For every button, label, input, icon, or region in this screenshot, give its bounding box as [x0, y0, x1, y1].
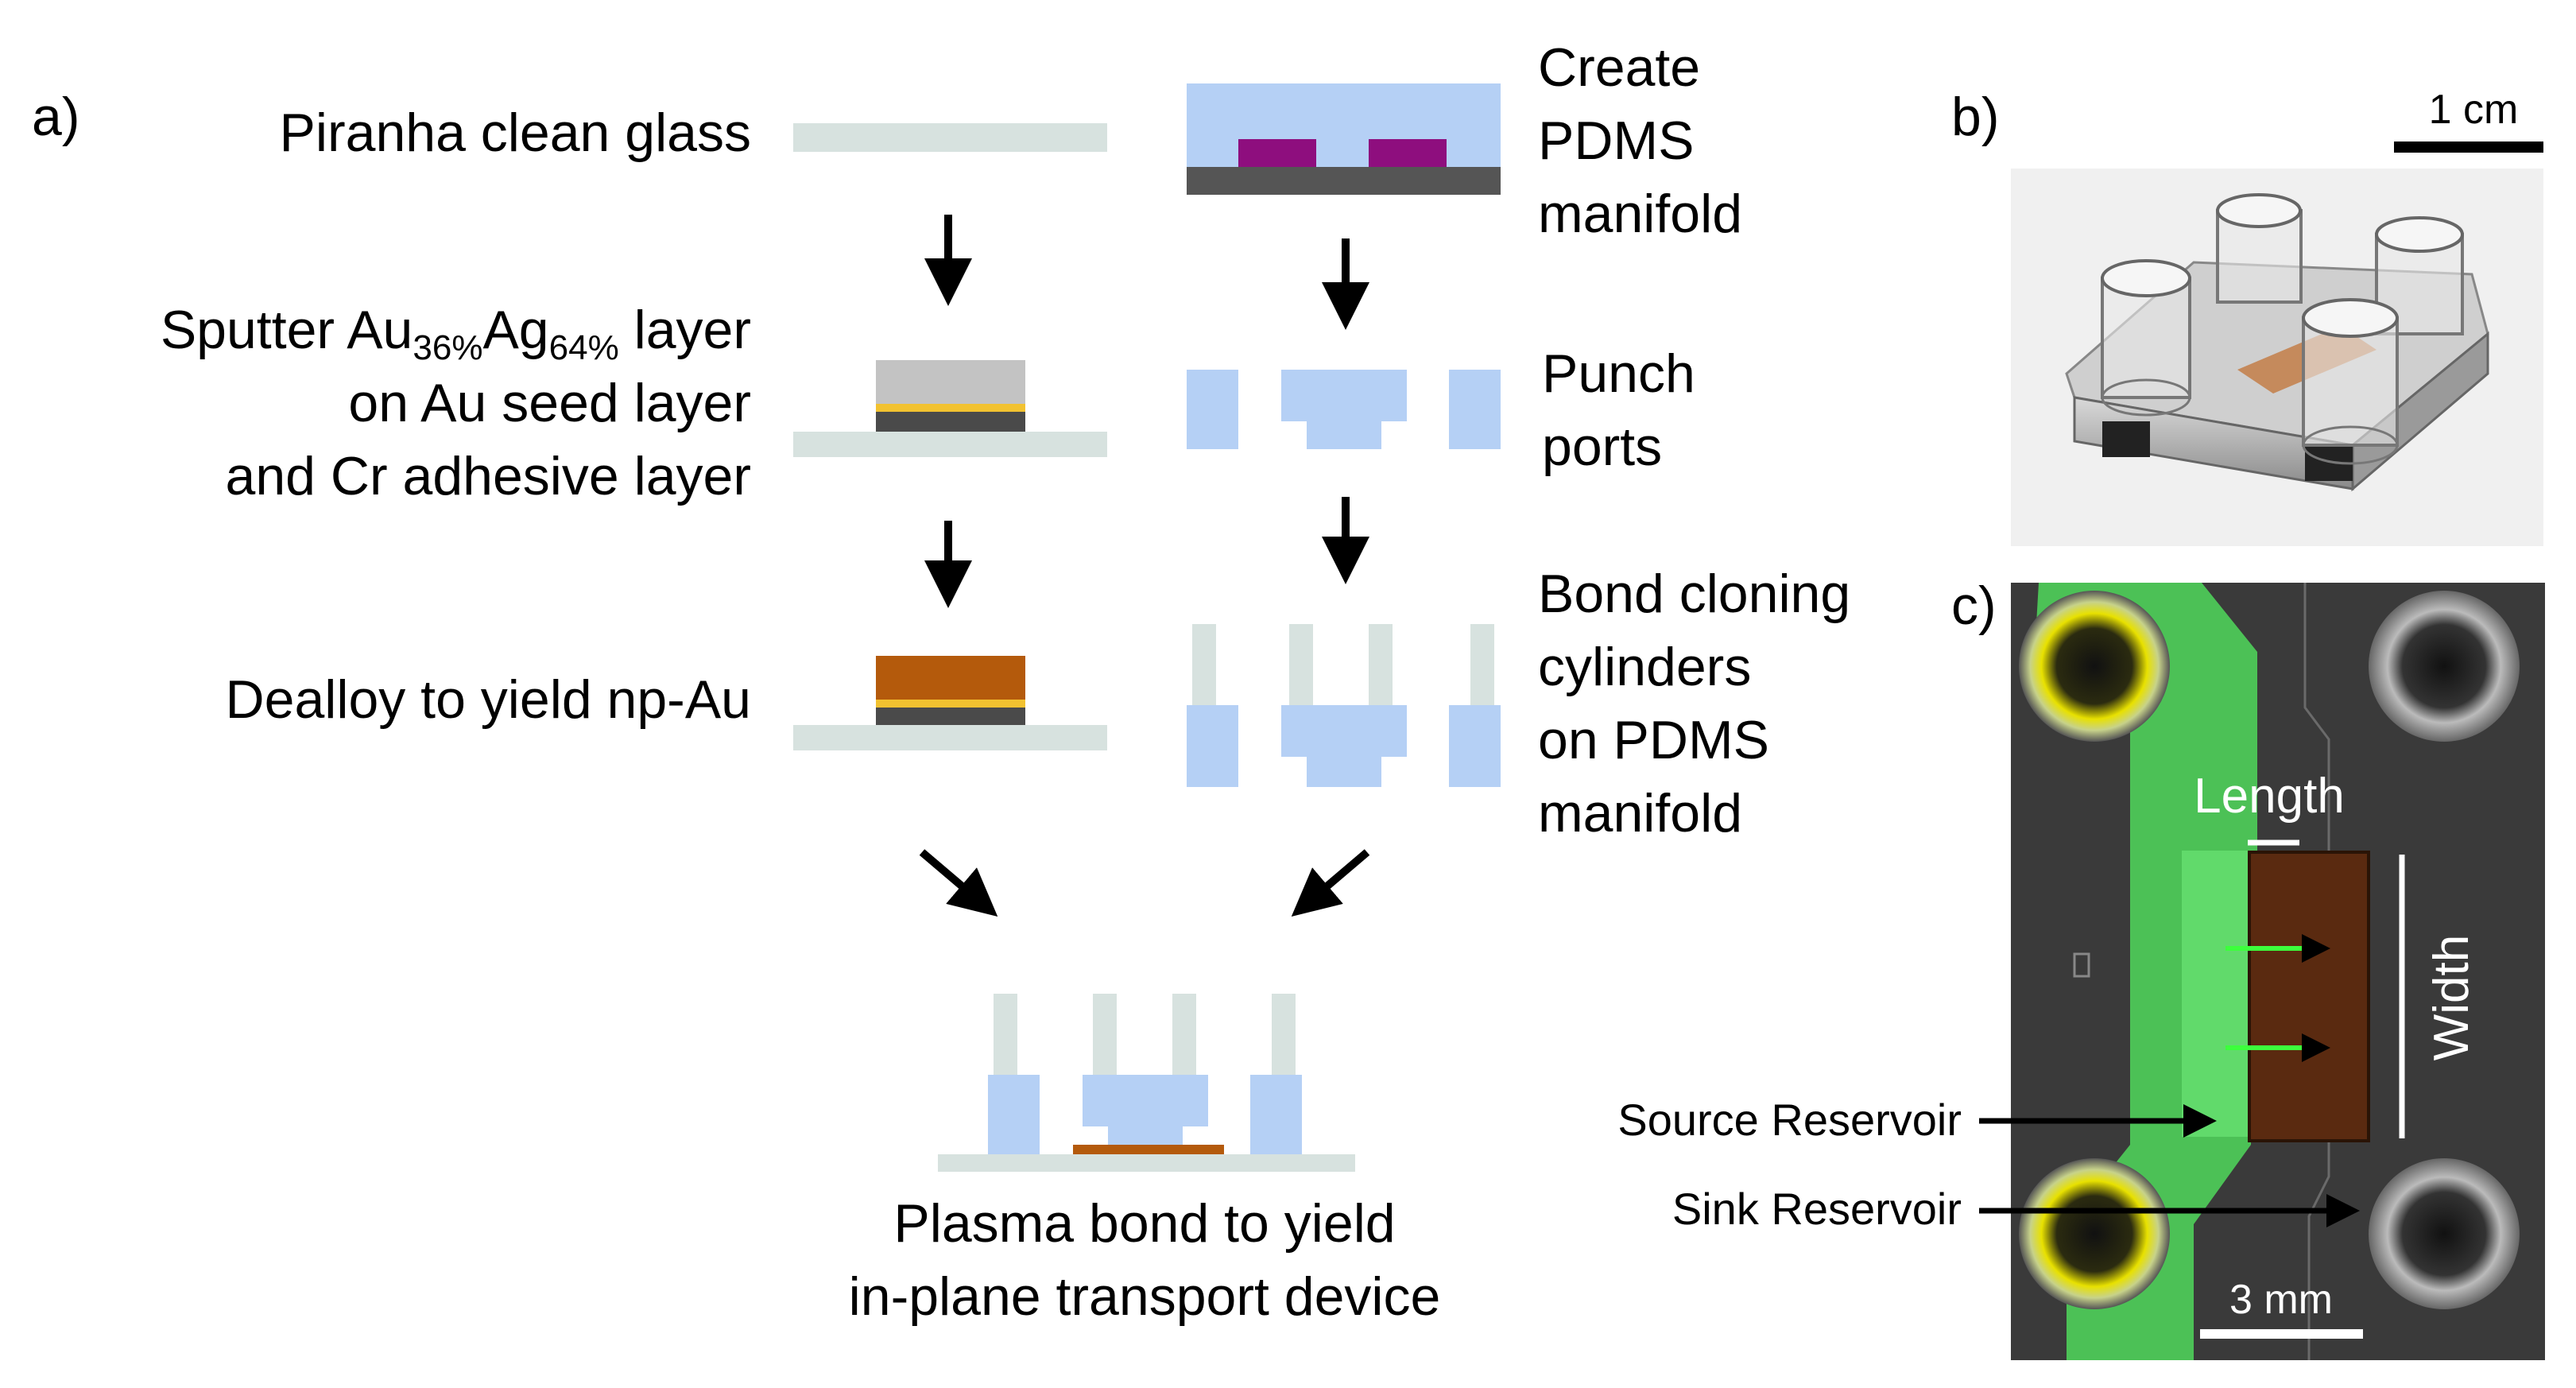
pdms-mold [1187, 83, 1501, 195]
final-pdms-right [1250, 1075, 1302, 1154]
pdms-block [1187, 83, 1501, 167]
width-label: Width [2424, 935, 2479, 1060]
gold-seed-layer-2 [876, 700, 1025, 708]
np-gold-membrane-edge [2248, 851, 2370, 1142]
step-bond-line3: on PDMS [1538, 710, 1769, 770]
step-sputter-label-line3: and Cr adhesive layer [226, 446, 751, 506]
step-create-pdms-line3: manifold [1538, 184, 1742, 244]
pdms-piece-left-2 [1187, 705, 1238, 787]
step-piranha-label: Piranha clean glass [280, 103, 751, 163]
step-bond-line2: cylinders [1538, 637, 1751, 697]
step-sputter-label-line1: Sputter Au36%Ag64% layer [161, 300, 751, 367]
final-cylinder-4 [1272, 994, 1296, 1075]
np-gold-membrane [2249, 852, 2369, 1141]
arrow-converge-left [919, 849, 998, 917]
pdms-piece-left [1187, 370, 1238, 449]
cylinder-1 [1192, 624, 1216, 705]
step-bond-line1: Bond cloning [1538, 564, 1850, 624]
cylinder-3 [1369, 624, 1393, 705]
photo-b-scale-bar [2394, 142, 2543, 153]
well-bottom-right [2369, 1158, 2520, 1309]
final-glass [938, 1154, 1355, 1172]
punched-manifold [1187, 370, 1501, 449]
final-cylinder-3 [1172, 994, 1196, 1075]
step-create-pdms-line2: PDMS [1538, 110, 1694, 171]
well-top-left [2019, 591, 2170, 742]
pdms-piece-right-2 [1449, 705, 1501, 787]
step-punch-line2: ports [1542, 417, 1662, 477]
render-cylinder-1 [2101, 259, 2191, 417]
final-step-line2: in-plane transport device [849, 1266, 1441, 1327]
cylinder-4 [1470, 624, 1494, 705]
final-cylinder-2 [1093, 994, 1117, 1075]
render-cylinder-4 [2302, 298, 2399, 465]
cylinders-on-manifold [1187, 624, 1501, 787]
chromium-layer-2 [876, 708, 1025, 725]
pdms-piece-center [1281, 370, 1407, 449]
panel-a-label: a) [32, 87, 79, 147]
sputtered-stack [793, 360, 1107, 457]
np-gold-layer [876, 656, 1025, 700]
photoresist-feature-1 [1238, 139, 1316, 167]
glass-slide-1 [793, 123, 1107, 152]
alignment-mark [2073, 952, 2090, 978]
length-label: Length [2194, 769, 2345, 824]
source-channel-glow [2182, 851, 2257, 1137]
photo-b-scale-label: 1 cm [2429, 87, 2519, 133]
cylinder-2 [1289, 624, 1313, 705]
black-base-left [2102, 421, 2150, 457]
well-bottom-left [2019, 1158, 2170, 1309]
source-reservoir-label: Source Reservoir [1617, 1095, 1962, 1145]
well-top-right [2369, 591, 2520, 742]
assembled-device [938, 994, 1355, 1172]
chromium-layer [876, 412, 1025, 432]
photo-b-device-render [2011, 169, 2543, 546]
step-punch-line1: Punch [1542, 343, 1695, 404]
final-pdms-center [1083, 1075, 1208, 1145]
render-cylinder-2 [2216, 193, 2303, 304]
step-dealloy-label: Dealloy to yield np-Au [226, 669, 751, 730]
step-create-pdms-line1: Create [1538, 37, 1700, 98]
photo-c-scale-bar [2200, 1329, 2363, 1339]
panel-c-label: c) [1951, 576, 1997, 636]
step-sputter-label-line2: on Au seed layer [348, 373, 751, 433]
photo-c-scale-label: 3 mm [2229, 1277, 2333, 1323]
pdms-piece-right [1449, 370, 1501, 449]
dealloyed-stack [793, 656, 1107, 750]
step-bond-line4: manifold [1538, 783, 1742, 843]
source-channel-fluorescence [2035, 583, 2257, 1360]
final-pdms-left [988, 1075, 1040, 1154]
sink-reservoir-label: Sink Reservoir [1672, 1184, 1962, 1234]
photo-c-micrograph [2011, 583, 2545, 1360]
gold-seed-layer [876, 404, 1025, 412]
final-np-gold [1073, 1145, 1224, 1154]
arrow-converge-right [1291, 849, 1370, 917]
final-step-line1: Plasma bond to yield [893, 1193, 1395, 1254]
glass-slide-2 [793, 432, 1107, 457]
alloy-layer [876, 360, 1025, 404]
silicon-wafer [1187, 167, 1501, 195]
photoresist-feature-2 [1369, 139, 1447, 167]
panel-b-label: b) [1951, 87, 1999, 147]
final-cylinder-1 [994, 994, 1017, 1075]
pdms-piece-center-2 [1281, 705, 1407, 787]
glass-slide-3 [793, 725, 1107, 750]
